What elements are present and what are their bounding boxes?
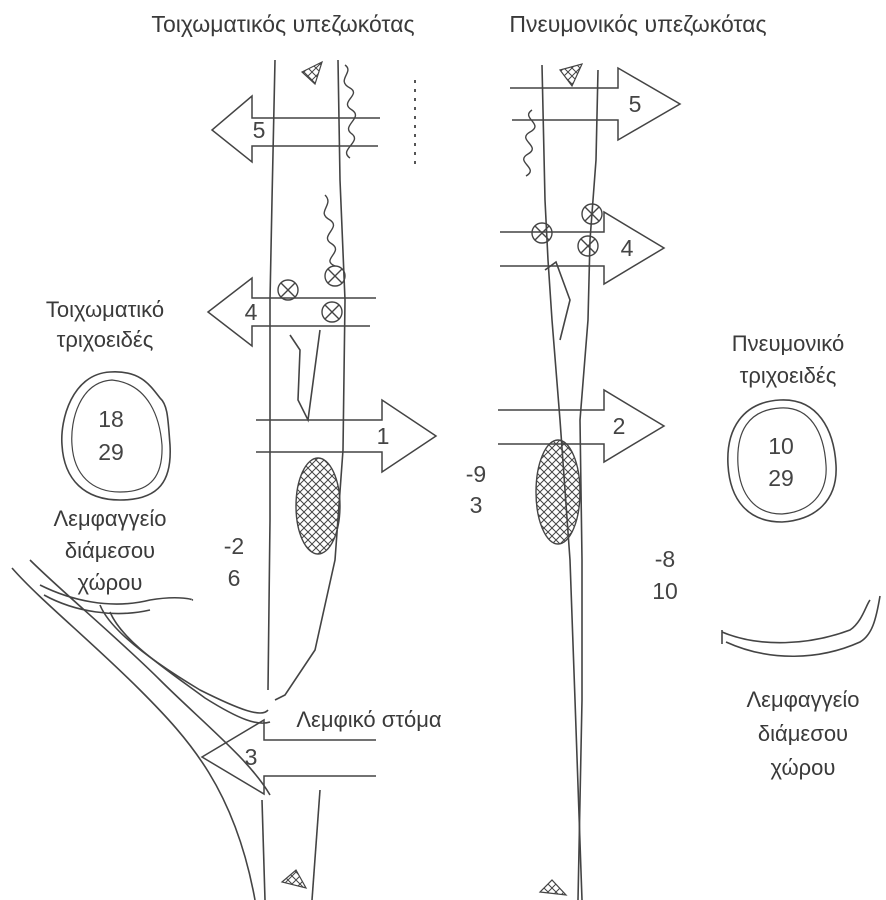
interstitial-right-top: -8 xyxy=(640,545,690,574)
visceral-capillary-label-1: Πνευμονικό xyxy=(690,330,886,358)
arrow-5-right-label: 5 xyxy=(622,91,648,117)
visceral-capillary-value-bottom: 29 xyxy=(756,464,806,493)
arrow-5-right xyxy=(510,68,680,140)
parietal-nucleus xyxy=(296,458,340,554)
arrow-1-label: 1 xyxy=(370,423,396,449)
left-lymph-label-2: διάμεσου xyxy=(20,537,200,565)
visceral-bottom-cell xyxy=(540,880,566,895)
arrow-1 xyxy=(256,400,436,472)
parietal-top-cell xyxy=(302,62,322,84)
parietal-capillary-inner xyxy=(72,380,162,492)
arrow-3-label: 3 xyxy=(238,744,264,770)
left-lymph-label-3: χώρου xyxy=(20,569,200,597)
visceral-nucleus xyxy=(536,440,580,544)
right-lymph-label-1: Λεμφαγγείο xyxy=(720,686,886,714)
right-lymphatic xyxy=(722,596,880,656)
pleural-space-top: -9 xyxy=(456,460,496,489)
parietal-bottom-cell xyxy=(282,870,306,888)
visceral-capillary-value-top: 10 xyxy=(756,432,806,461)
arrow-4-left-label: 4 xyxy=(238,299,264,325)
arrow-4-right-label: 4 xyxy=(614,235,640,261)
interstitial-left-bottom: 6 xyxy=(214,564,254,593)
arrow-4-left xyxy=(208,278,376,346)
lymph-stoma-label: Λεμφικό στόμα xyxy=(264,706,474,734)
parietal-capillary xyxy=(62,372,170,500)
left-lymph-label-1: Λεμφαγγείο xyxy=(20,505,200,533)
pleural-space-bottom: 3 xyxy=(456,491,496,520)
parietal-capillary-value-top: 18 xyxy=(86,405,136,434)
right-title: Πνευμονικός υπεζωκότας xyxy=(478,10,798,38)
arrow-5-left-label: 5 xyxy=(246,117,272,143)
left-lymphatic xyxy=(12,560,270,900)
parietal-capillary-label-1: Τοιχωματικό xyxy=(0,296,210,324)
arrow-5-left xyxy=(212,96,380,162)
right-lymph-label-3: χώρου xyxy=(720,754,886,782)
visceral-capillary-label-2: τριχοειδές xyxy=(690,362,886,390)
right-lymph-label-2: διάμεσου xyxy=(720,720,886,748)
arrow-2-label: 2 xyxy=(606,413,632,439)
interstitial-left-top: -2 xyxy=(214,532,254,561)
interstitial-right-bottom: 10 xyxy=(640,577,690,606)
parietal-capillary-label-2: τριχοειδές xyxy=(0,326,210,354)
parietal-capillary-value-bottom: 29 xyxy=(86,438,136,467)
left-title: Τοιχωματικός υπεζωκότας xyxy=(118,10,448,38)
visceral-top-cell xyxy=(560,64,582,86)
